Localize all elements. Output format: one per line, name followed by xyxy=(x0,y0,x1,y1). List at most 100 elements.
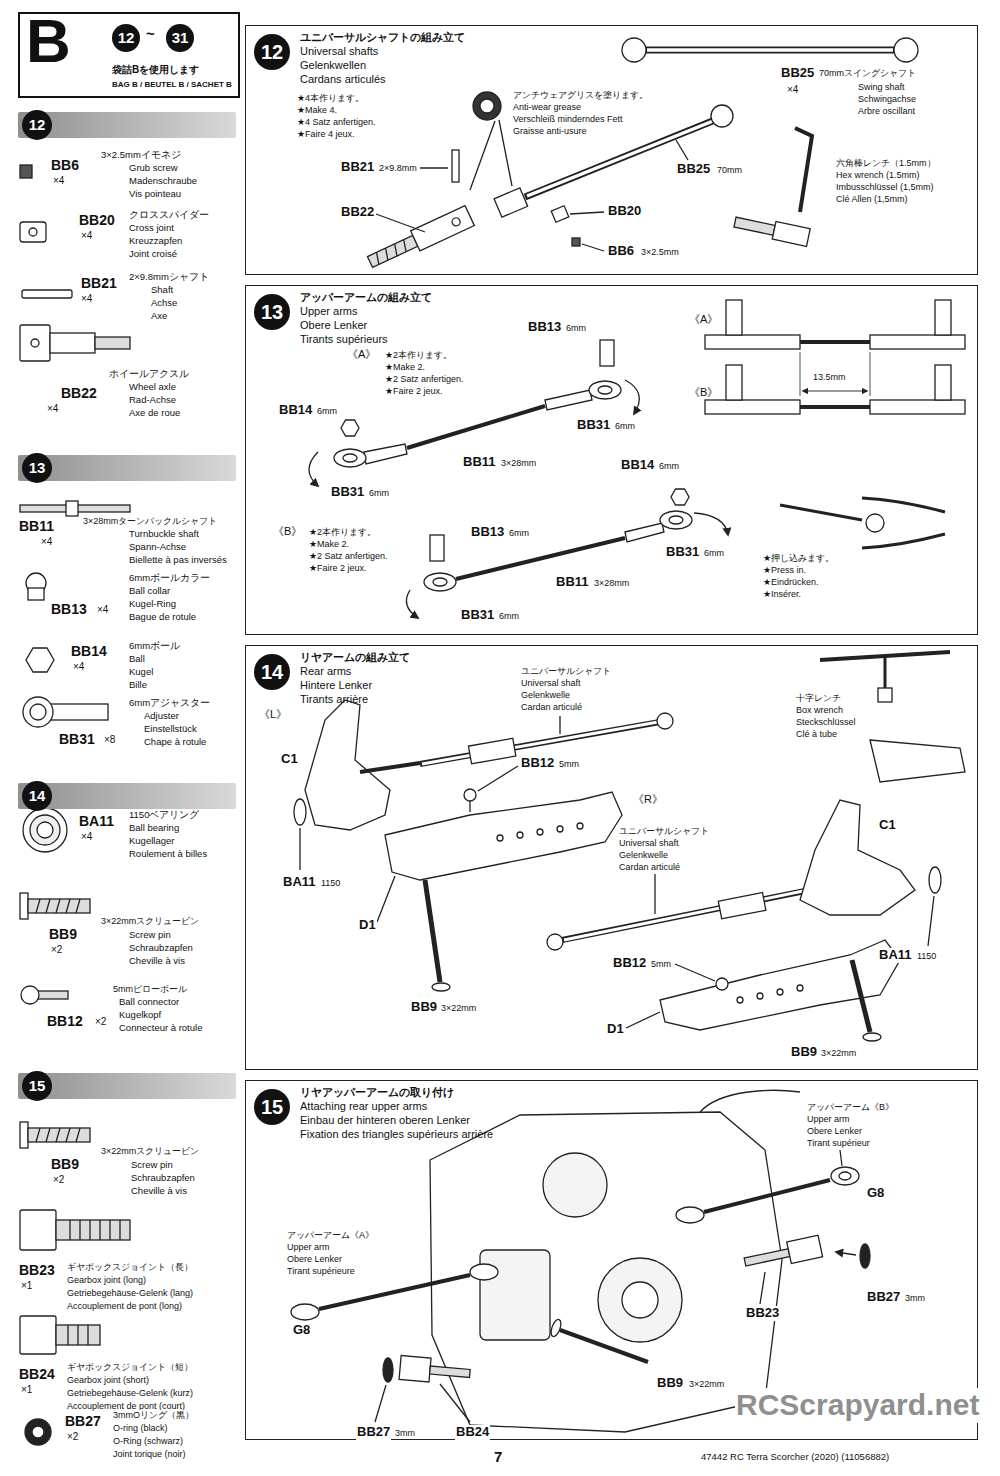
step-title: リヤアッパーアームの取り付け xyxy=(300,1086,454,1098)
illustration-path xyxy=(795,128,812,212)
part-label: 6mm xyxy=(498,611,520,621)
part-label: 1150 xyxy=(916,951,937,961)
illustration-circle xyxy=(23,808,67,852)
part-code: BB11 xyxy=(18,518,55,534)
part-label: 13.5mm xyxy=(812,372,847,382)
illustration-ellipse xyxy=(294,799,306,825)
step-title: ユニバーサルシャフトの組み立て xyxy=(300,31,465,43)
part-label: 六角棒レンチ（1.5mm） xyxy=(835,158,937,168)
step-title: 袋詰Bを使用します xyxy=(112,64,199,75)
part-label: ×1 xyxy=(20,1280,33,1292)
part-code: BB31 xyxy=(665,545,700,560)
part-label: 2×9.8mmシャフト xyxy=(128,272,210,283)
part-label: ★Eindrücken. xyxy=(762,577,820,587)
illustration-line xyxy=(645,47,895,54)
step-number: 12 xyxy=(254,34,290,70)
illustration-circle xyxy=(757,993,763,999)
part-label: Accouplement de pont (long) xyxy=(66,1301,183,1311)
part-label: ★Make 2. xyxy=(384,362,426,372)
illustration-ellipse xyxy=(549,1318,563,1338)
illustration-rect xyxy=(480,1250,550,1340)
illustration-circle xyxy=(557,826,563,832)
part-label: Swing shaft xyxy=(857,82,906,92)
part-label: Einstellstück xyxy=(143,724,198,735)
part-label: Screw pin xyxy=(130,1160,174,1171)
part-label: 6mm xyxy=(614,421,636,431)
part-label: ★4本作ります。 xyxy=(296,93,365,103)
part-label: O-ring (black) xyxy=(112,1423,169,1433)
part-label: 5mmピローボール xyxy=(112,984,188,994)
illustration-rect xyxy=(50,704,108,720)
part-code: RCScrapyard.net xyxy=(735,1388,980,1423)
part-label: Kugelkopf xyxy=(118,1010,162,1021)
part-label: ★Faire 2 jeux. xyxy=(384,386,444,396)
illustration-circle xyxy=(577,823,583,829)
part-label: ×4 xyxy=(80,293,93,305)
part-label: ユニバーサルシャフト xyxy=(618,826,710,836)
illustration-g xyxy=(718,893,766,919)
part-label: 3×2.5mm xyxy=(640,247,680,257)
part-label: Chape à rotule xyxy=(143,737,207,748)
illustration-circle xyxy=(711,105,733,127)
illustration-rect xyxy=(718,893,766,919)
illustration-circle xyxy=(464,789,476,801)
illustration-polygon xyxy=(625,523,664,542)
illustration-polygon xyxy=(545,390,592,410)
illustration-rect xyxy=(28,899,90,913)
part-label: Clé à tube xyxy=(795,729,838,739)
illustration-circle xyxy=(25,1419,51,1445)
part-label: アッパーアーム《B》 xyxy=(806,1102,895,1112)
part-label: 6mm xyxy=(508,528,530,538)
part-label: Steckschlüssel xyxy=(795,717,857,727)
step-bar: 14 xyxy=(18,783,236,809)
part-label: Grub screw xyxy=(128,163,179,174)
part-code: BB12 xyxy=(612,956,647,971)
illustration-circle xyxy=(622,1282,658,1318)
part-label: 6mmボールカラー xyxy=(128,573,211,584)
part-label: ★2本作ります。 xyxy=(384,350,453,360)
part-code: BA11 xyxy=(282,875,317,890)
part-label: 《A》 xyxy=(688,313,719,326)
illustration-line xyxy=(800,405,870,409)
part-label: 3×22mmスクリュービン xyxy=(100,1146,200,1156)
illustration-rect xyxy=(20,222,46,242)
illustration-path xyxy=(928,896,934,946)
part-label: Axe xyxy=(150,311,168,322)
illustration-circle xyxy=(517,832,523,838)
part-label: ★2本作ります。 xyxy=(308,527,377,537)
illustration-circle xyxy=(30,815,60,845)
step-number: 13 xyxy=(254,294,290,330)
illustration-rect xyxy=(935,300,951,335)
illustration-path xyxy=(36,899,80,913)
part-code: BB14 xyxy=(70,643,108,659)
part-label: Upper arm xyxy=(806,1114,851,1124)
part-label: 3×22mm xyxy=(440,1003,477,1013)
part-label: Schraubzapfen xyxy=(130,1173,196,1184)
part-code: BB9 xyxy=(656,1376,684,1391)
part-label: Ball collar xyxy=(128,586,171,597)
part-label: 3×28mmターンバックルシャフト xyxy=(82,516,218,526)
part-label: Kugel xyxy=(128,667,154,678)
part-label: ×8 xyxy=(103,734,116,746)
illustration-path xyxy=(406,590,418,618)
part-code: BB14 xyxy=(620,458,655,473)
illustration-path xyxy=(376,140,688,251)
part-code: BB24 xyxy=(18,1366,56,1382)
part-code: BB21 xyxy=(340,160,375,175)
part-label: 6mm xyxy=(316,406,338,416)
part-label: 6mmアジャスター xyxy=(128,698,211,709)
part-label: Ball xyxy=(128,654,146,665)
illustration-path xyxy=(884,656,887,688)
illustration-line xyxy=(407,406,545,448)
part-label: ×4 xyxy=(80,230,93,242)
part-label: 1150ベアリング xyxy=(128,810,200,821)
part-label: Arbre oscillant xyxy=(857,106,916,116)
illustration-rect xyxy=(468,738,515,764)
part-label: 3mm xyxy=(394,1428,416,1438)
part-code: BB11 xyxy=(462,455,497,470)
part-label: Tirant supérieure xyxy=(286,1266,356,1276)
step-number: 12 xyxy=(112,24,140,52)
part-label: ★Faire 2 jeux. xyxy=(308,563,368,573)
part-code: BB25 xyxy=(780,66,815,81)
part-label: 3×2.5mmイモネジ xyxy=(100,150,182,161)
